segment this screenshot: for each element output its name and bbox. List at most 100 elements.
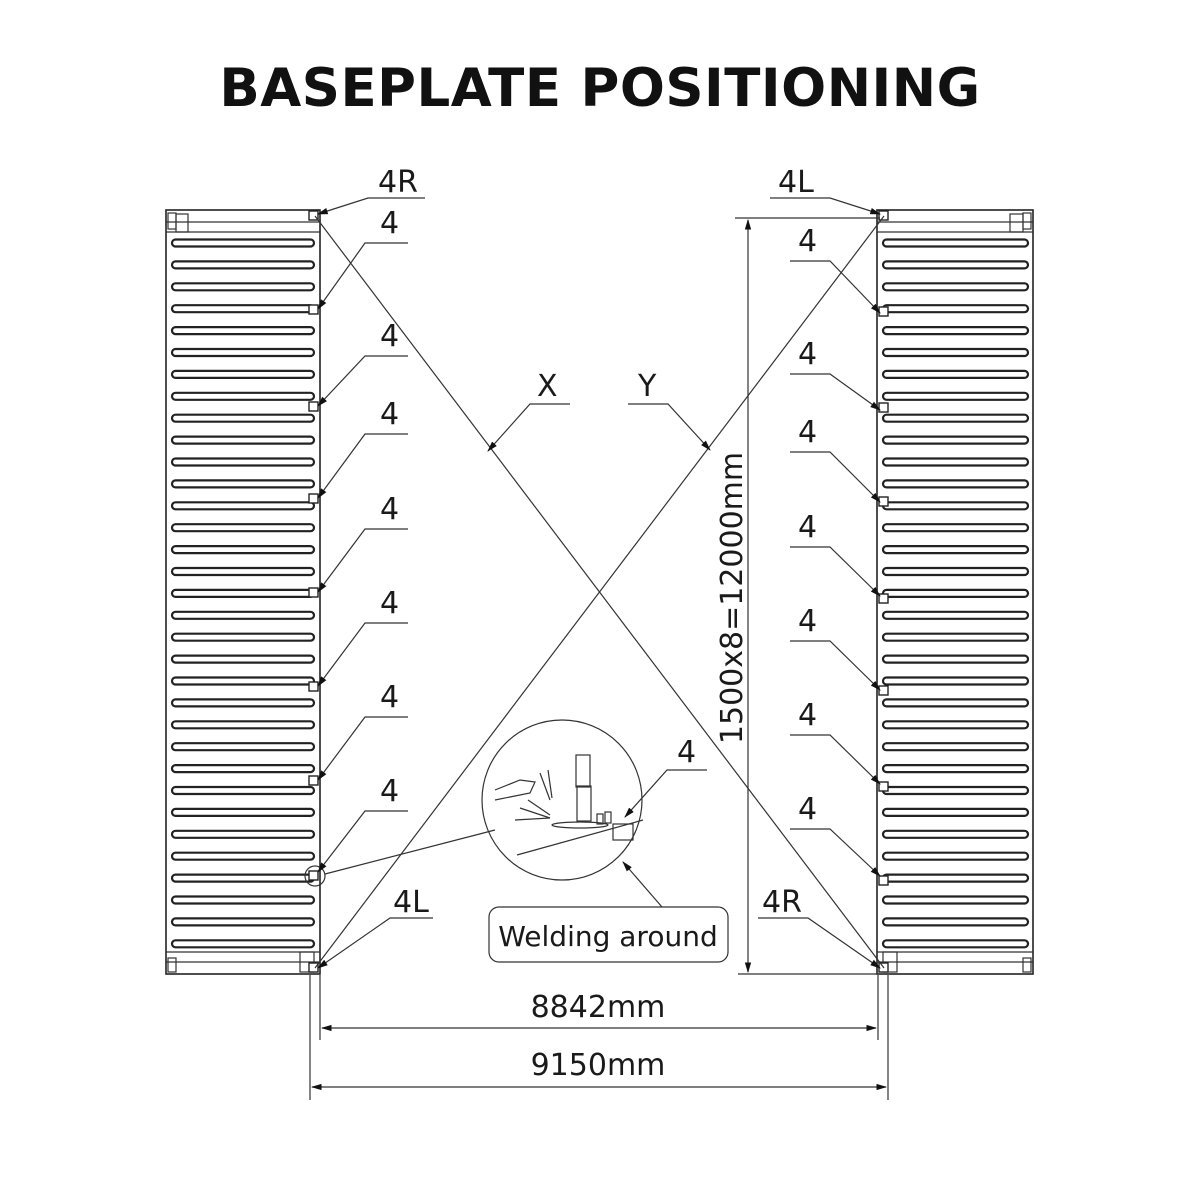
container-rib — [170, 501, 316, 511]
svg-text:4: 4 — [677, 735, 696, 770]
baseplate-label: 4 — [790, 415, 881, 503]
svg-text:4L: 4L — [778, 165, 814, 200]
container-rib — [170, 654, 316, 664]
svg-text:4: 4 — [798, 698, 817, 733]
container-rib — [881, 326, 1030, 336]
baseplate-label: 4 — [317, 397, 408, 499]
baseplate-label: 4 — [790, 510, 881, 597]
container-rib — [170, 588, 316, 599]
right-container — [876, 209, 1034, 975]
diagram-title: BASEPLATE POSITIONING — [219, 58, 981, 119]
container-rib — [881, 676, 1030, 686]
container-rib — [881, 829, 1030, 839]
container-rib — [170, 676, 316, 686]
svg-text:4: 4 — [380, 774, 399, 809]
svg-text:4: 4 — [380, 319, 399, 354]
container-rib — [170, 698, 316, 708]
svg-text:4L: 4L — [393, 885, 429, 920]
baseplate-label: 4 — [790, 337, 881, 411]
svg-text:4: 4 — [798, 604, 817, 639]
container-rib — [170, 238, 316, 248]
inner-width-dimension: 8842mm — [319, 975, 879, 1040]
container-rib — [170, 632, 316, 642]
diagonal-x-label: X — [487, 369, 570, 452]
welding-callout-box — [488, 906, 729, 963]
container-rib — [170, 917, 316, 927]
right-side-labels: 4 4 4 4 4 4 4 — [790, 224, 881, 877]
container-rib — [881, 347, 1030, 358]
baseplate-label: 4 — [317, 319, 408, 407]
container-rib — [170, 807, 316, 818]
container-rib — [170, 873, 316, 883]
container-rib — [881, 457, 1030, 467]
container-rib — [170, 829, 316, 839]
container-rib — [881, 588, 1030, 599]
container-rib — [881, 851, 1030, 861]
container-rib — [881, 413, 1030, 423]
baseplate-label: 4 — [790, 698, 881, 785]
container-rib — [881, 391, 1030, 401]
container-rib — [881, 720, 1030, 730]
baseplate-label: 4 — [317, 774, 408, 873]
container-rib — [881, 807, 1030, 818]
svg-text:4: 4 — [798, 224, 817, 259]
container-rib — [170, 895, 316, 905]
baseplate-label: 4 — [317, 680, 408, 781]
svg-text:4R: 4R — [762, 885, 802, 920]
outer-width-dimension: 9150mm — [309, 975, 889, 1100]
container-rib — [881, 939, 1030, 949]
container-rib — [170, 347, 316, 358]
container-rib — [170, 391, 316, 401]
svg-text:4: 4 — [798, 337, 817, 372]
container-rib — [170, 785, 316, 796]
right-container-ribs — [881, 238, 1030, 949]
container-rib — [881, 501, 1030, 511]
left-container — [165, 209, 326, 975]
inner-width-text: 8842mm — [531, 990, 666, 1025]
container-rib — [881, 566, 1030, 577]
container-rib — [170, 610, 316, 620]
container-rib — [170, 763, 316, 774]
left-bottom-label: 4L — [317, 885, 433, 969]
container-rib — [881, 742, 1030, 752]
container-rib — [170, 742, 316, 752]
svg-text:X: X — [537, 369, 558, 404]
svg-text:4: 4 — [798, 792, 817, 827]
container-rib — [170, 457, 316, 467]
right-bottom-label: 4R — [758, 885, 881, 969]
container-rib — [881, 523, 1030, 533]
container-rib — [170, 282, 316, 292]
container-rib — [170, 260, 316, 270]
diagonal-y — [314, 215, 885, 969]
container-rib — [881, 544, 1030, 555]
container-rib — [881, 435, 1030, 445]
container-rib — [170, 544, 316, 555]
baseplate-label: 4 — [790, 604, 881, 691]
container-rib — [881, 873, 1030, 883]
container-rib — [881, 632, 1030, 642]
svg-text:4R: 4R — [378, 165, 418, 200]
container-rib — [881, 917, 1030, 927]
container-rib — [881, 238, 1030, 248]
baseplate-label: 4 — [317, 586, 408, 687]
svg-text:4: 4 — [380, 680, 399, 715]
container-rib — [170, 479, 316, 489]
detail-marker-circle — [304, 865, 326, 887]
svg-text:4: 4 — [798, 510, 817, 545]
vertical-dimension-text: 1500x8=12000mm — [715, 452, 750, 744]
svg-text:4: 4 — [798, 415, 817, 450]
container-rib — [170, 326, 316, 336]
container-rib — [881, 304, 1030, 314]
container-rib — [881, 895, 1030, 905]
container-rib — [170, 304, 316, 314]
welding-detail: 4 Welding around — [324, 719, 729, 963]
svg-text:4: 4 — [380, 492, 399, 527]
right-top-label: 4L — [770, 165, 882, 215]
container-rib — [170, 566, 316, 577]
baseplate-label: 4 — [317, 492, 408, 593]
left-top-label: 4R — [316, 165, 425, 215]
container-rib — [881, 785, 1030, 796]
container-rib — [170, 523, 316, 533]
baseplate-label: 4 — [790, 224, 881, 314]
